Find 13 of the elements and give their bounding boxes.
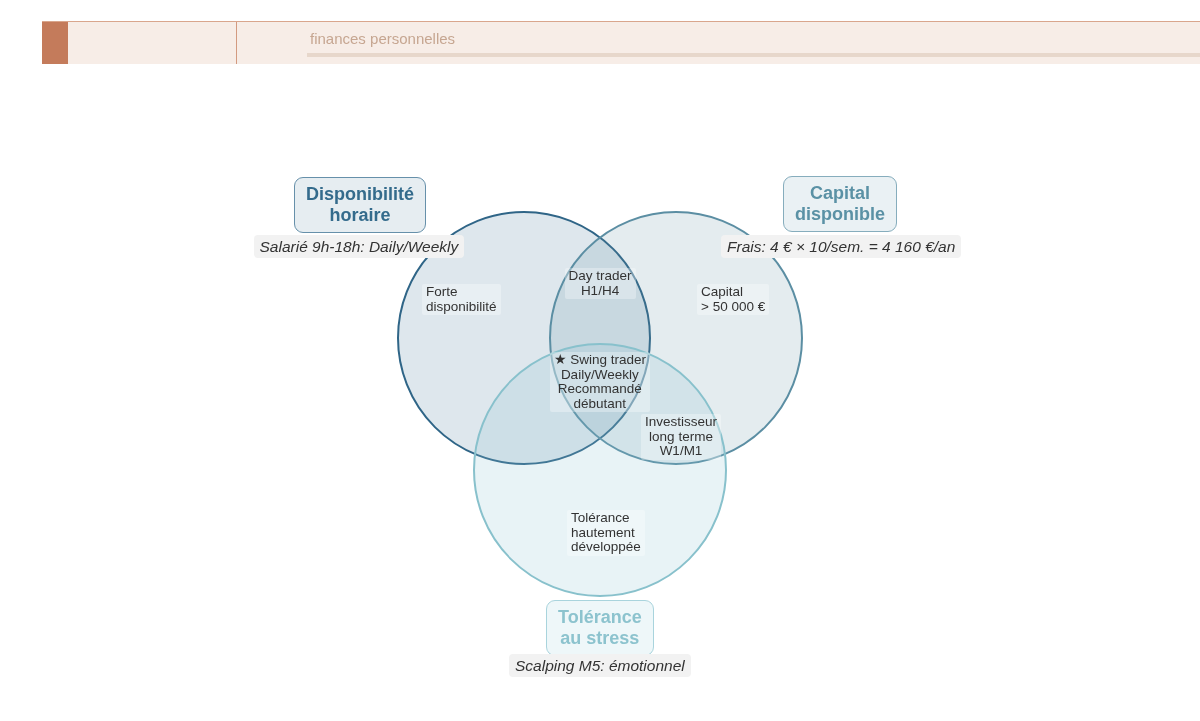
region-label: Day trader H1/H4 bbox=[564, 268, 636, 299]
region-label: ★ Swing trader Daily/Weekly Recommandé débutant bbox=[549, 352, 651, 412]
set-title: Disponibilité horaire bbox=[294, 177, 426, 233]
region-label: Investisseur long terme W1/M1 bbox=[641, 414, 722, 460]
tagline: finances personnelles bbox=[310, 30, 456, 47]
region-label: Capital > 50 000 € bbox=[697, 284, 770, 315]
set-title: Capital disponible bbox=[783, 176, 897, 232]
region-label: Forte disponibilité bbox=[422, 284, 501, 315]
set-note: Salarié 9h-18h: Daily/Weekly bbox=[253, 235, 465, 258]
set-title: Tolérance au stress bbox=[546, 600, 654, 656]
set-note: Scalping M5: émotionnel bbox=[509, 654, 691, 677]
set-note: Frais: 4 € × 10/sem. = 4 160 €/an bbox=[721, 235, 962, 258]
region-label: Tolérance hautement développée bbox=[567, 510, 645, 556]
